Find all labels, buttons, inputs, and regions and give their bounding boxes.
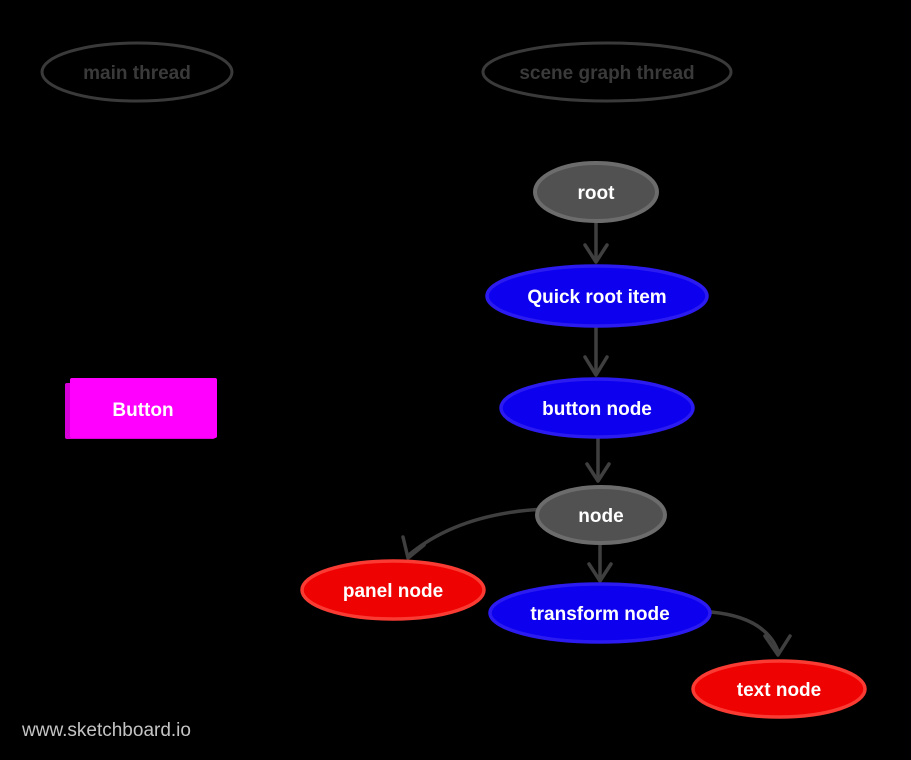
node-text-node[interactable]: text node <box>691 659 867 719</box>
node-root-label: root <box>578 183 616 204</box>
node-panel-node-label: panel node <box>343 581 443 602</box>
node-node[interactable]: node <box>535 485 667 545</box>
button-rect-shape <box>70 378 217 438</box>
edge-root-to-quick-root-item[interactable] <box>583 219 609 264</box>
edge-arrowhead <box>583 355 609 377</box>
lane-main-thread[interactable]: main thread <box>40 41 234 103</box>
edge-arrowhead <box>401 535 426 560</box>
edge-quick-root-item-to-button-node[interactable] <box>583 326 609 377</box>
lane-main-thread-label: main thread <box>83 63 191 84</box>
node-transform-node-shape <box>488 582 712 644</box>
node-node-shape <box>535 485 667 545</box>
edge-arrowhead <box>763 634 792 657</box>
node-root-shape <box>533 161 659 223</box>
lane-main-thread-ellipse <box>40 41 234 103</box>
button-rect[interactable]: Button <box>65 378 217 439</box>
lane-scene-graph-thread-ellipse <box>481 41 733 103</box>
node-panel-node[interactable]: panel node <box>300 559 486 621</box>
node-quick-root-item[interactable]: Quick root item <box>485 264 709 328</box>
edge-arrowhead <box>585 462 611 483</box>
button-rect-label: Button <box>112 400 173 421</box>
edge-button-node-to-node[interactable] <box>585 437 611 483</box>
node-button-node-label: button node <box>542 399 652 420</box>
node-root[interactable]: root <box>533 161 659 223</box>
edge-node-to-transform-node[interactable] <box>587 542 613 583</box>
edge-arrowhead <box>587 562 613 583</box>
node-button-node-shape <box>499 377 695 439</box>
node-transform-node[interactable]: transform node <box>488 582 712 644</box>
node-quick-root-item-shape <box>485 264 709 328</box>
node-quick-root-item-label: Quick root item <box>527 287 666 308</box>
node-transform-node-label: transform node <box>530 604 669 625</box>
sketchboard-watermark: www.sketchboard.io <box>21 720 191 741</box>
node-text-node-label: text node <box>737 680 821 701</box>
node-panel-node-shape <box>300 559 486 621</box>
node-button-node[interactable]: button node <box>499 377 695 439</box>
lane-scene-graph-thread-label: scene graph thread <box>519 63 694 84</box>
lane-scene-graph-thread[interactable]: scene graph thread <box>481 41 733 103</box>
node-text-node-shape <box>691 659 867 719</box>
edge-arrowhead <box>583 243 609 264</box>
edge-transform-node-to-text-node[interactable] <box>709 610 792 657</box>
edge-line <box>408 507 547 556</box>
edge-line <box>709 610 780 653</box>
edge-node-to-panel-node[interactable] <box>401 507 547 560</box>
node-node-label: node <box>578 506 623 527</box>
